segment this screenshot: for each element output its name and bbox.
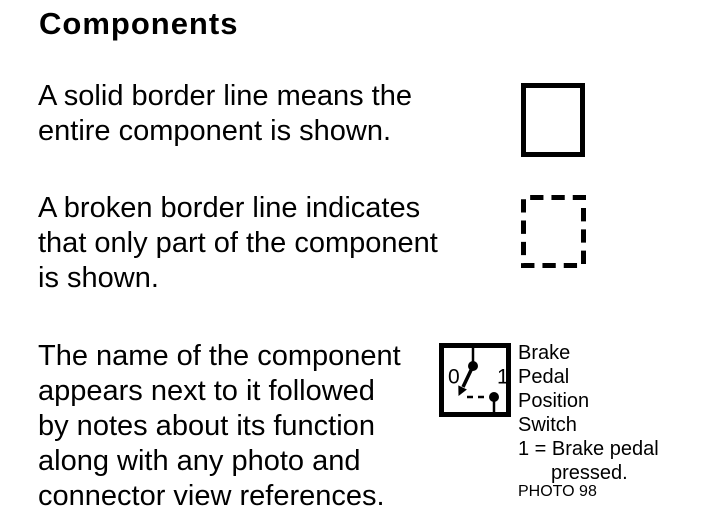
component-name-description: The name of the component appears next t… — [38, 340, 401, 512]
switch-position-0-label: 0 — [448, 366, 460, 389]
brake-pedal-position-switch-icon: 0 1 — [439, 343, 511, 417]
switch-lever-arrowhead — [458, 385, 467, 396]
broken-border-symbol — [521, 195, 586, 268]
switch-position-1-label: 1 — [497, 366, 509, 389]
solid-border-description: A solid border line means the entire com… — [38, 80, 412, 147]
photo-reference: PHOTO 98 — [518, 483, 597, 500]
switch-component-name: Brake Pedal Position Switch — [518, 342, 590, 436]
switch-caption: Brake Pedal Position Switch 1 = Brake pe… — [518, 341, 700, 502]
page-title: Components — [39, 6, 239, 41]
switch-note-line2: pressed. — [551, 462, 628, 484]
switch-note-line1: 1 = Brake pedal — [518, 438, 659, 460]
switch-lever — [461, 365, 475, 388]
solid-border-symbol — [521, 83, 585, 157]
broken-border-description: A broken border line indicates that only… — [38, 192, 438, 294]
switch-border — [439, 343, 511, 417]
